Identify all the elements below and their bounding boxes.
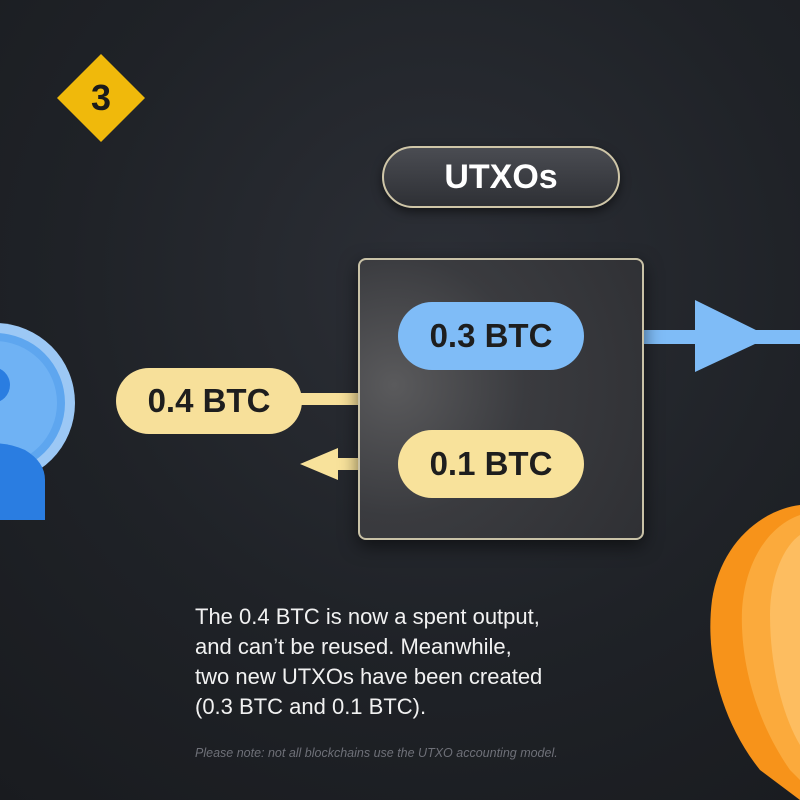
spent-input-pill-0.4-btc: 0.4 BTC (116, 368, 302, 434)
output-pill-0.1-btc: 0.1 BTC (398, 430, 584, 498)
footnote: Please note: not all blockchains use the… (195, 746, 558, 760)
diamond-icon (57, 54, 145, 142)
step-badge: 3 (55, 52, 147, 144)
caption: The 0.4 BTC is now a spent output, and c… (195, 602, 615, 722)
caption-line: two new UTXOs have been created (195, 664, 543, 689)
input-connector (300, 393, 360, 405)
output-pill-0.3-btc: 0.3 BTC (398, 302, 584, 370)
user-avatar-icon (0, 323, 75, 520)
caption-line: The 0.4 BTC is now a spent output, (195, 604, 540, 629)
utxos-title: UTXOs (382, 146, 620, 208)
caption-line: (0.3 BTC and 0.1 BTC). (195, 694, 427, 719)
step-number: 3 (90, 77, 112, 118)
caption-line: and can’t be reused. Meanwhile, (195, 634, 512, 659)
orange-recipient-shape-icon (710, 505, 800, 800)
